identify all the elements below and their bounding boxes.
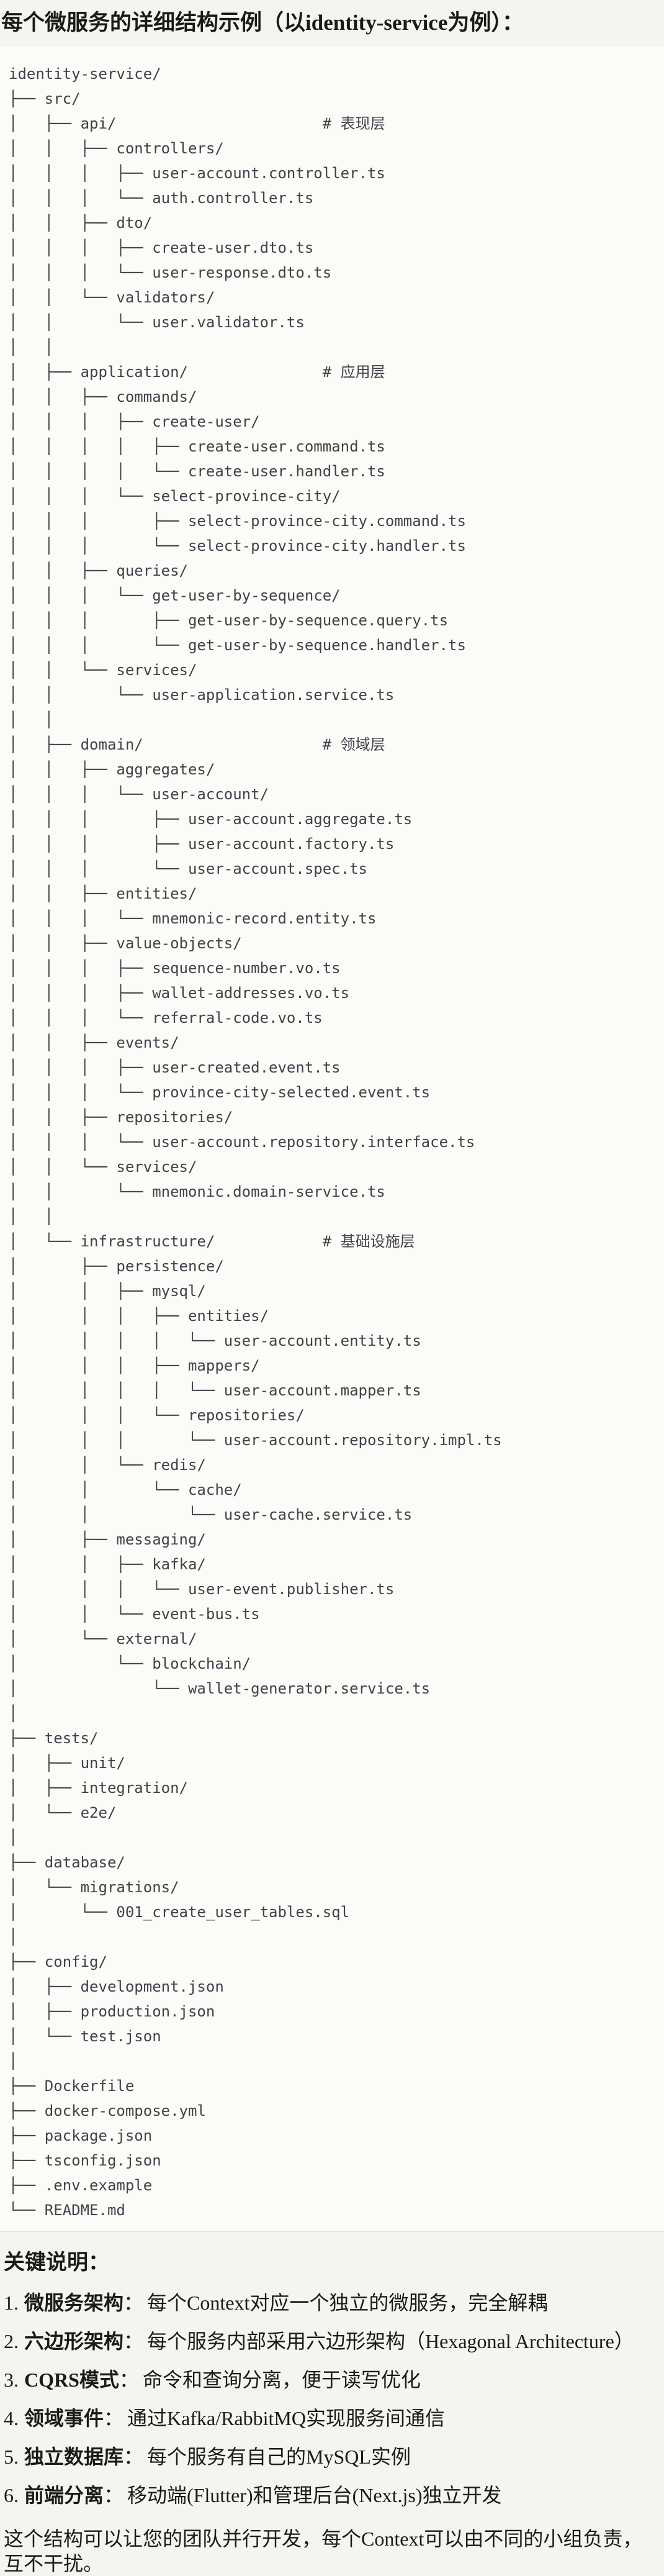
note-item-num: 1. <box>4 2292 19 2314</box>
key-notes-heading: 关键说明： <box>4 2251 109 2274</box>
closing-paragraph: 这个结构可以让您的团队并行开发，每个Context可以由不同的小组负责，互不干扰… <box>4 2528 643 2575</box>
note-item-text: 通过Kafka/RabbitMQ实现服务间通信 <box>127 2407 445 2429</box>
note-item-label: 领域事件 <box>24 2407 104 2429</box>
note-item-label: 微服务架构 <box>24 2292 124 2314</box>
note-item: 1.微服务架构：每个Context对应一个独立的微服务，完全解耦 <box>4 2290 660 2315</box>
note-item-num: 6. <box>4 2484 19 2506</box>
note-item-colon: ： <box>104 2484 124 2506</box>
note-item: 6.前端分离：移动端(Flutter)和管理后台(Next.js)独立开发 <box>4 2483 660 2508</box>
note-item-num: 4. <box>4 2407 19 2429</box>
note-item-text: 每个服务有自己的MySQL实例 <box>147 2446 411 2468</box>
note-item-colon: ： <box>104 2407 124 2429</box>
note-item-text: 每个服务内部采用六边形架构（Hexagonal Architecture） <box>147 2330 634 2352</box>
note-item-text: 移动端(Flutter)和管理后台(Next.js)独立开发 <box>127 2484 502 2506</box>
note-item-text: 命令和查询分离，便于读写优化 <box>142 2369 421 2391</box>
note-item-colon: ： <box>123 2446 144 2468</box>
note-item-label: CQRS模式 <box>24 2369 119 2391</box>
note-item: 3.CQRS模式：命令和查询分离，便于读写优化 <box>4 2367 660 2392</box>
note-item-num: 3. <box>4 2369 19 2391</box>
note-item: 4.领域事件：通过Kafka/RabbitMQ实现服务间通信 <box>4 2406 660 2431</box>
note-item-label: 独立数据库 <box>24 2446 124 2468</box>
note-item-label: 前端分离 <box>24 2484 104 2506</box>
note-item-colon: ： <box>119 2369 139 2391</box>
note-item-colon: ： <box>123 2292 144 2314</box>
note-item: 5.独立数据库：每个服务有自己的MySQL实例 <box>4 2444 660 2469</box>
note-item-colon: ： <box>123 2330 144 2352</box>
note-item-label: 六边形架构 <box>24 2330 124 2352</box>
note-item-num: 2. <box>4 2330 19 2352</box>
note-item: 2.六边形架构：每个服务内部采用六边形架构（Hexagonal Architec… <box>4 2329 660 2354</box>
directory-tree-code-block: identity-service/ ├── src/ │ ├── api/ # … <box>0 45 664 2232</box>
page-title: 每个微服务的详细结构示例（以identity-service为例）： <box>1 11 524 35</box>
note-item-num: 5. <box>4 2446 19 2468</box>
note-item-text: 每个Context对应一个独立的微服务，完全解耦 <box>147 2292 548 2314</box>
